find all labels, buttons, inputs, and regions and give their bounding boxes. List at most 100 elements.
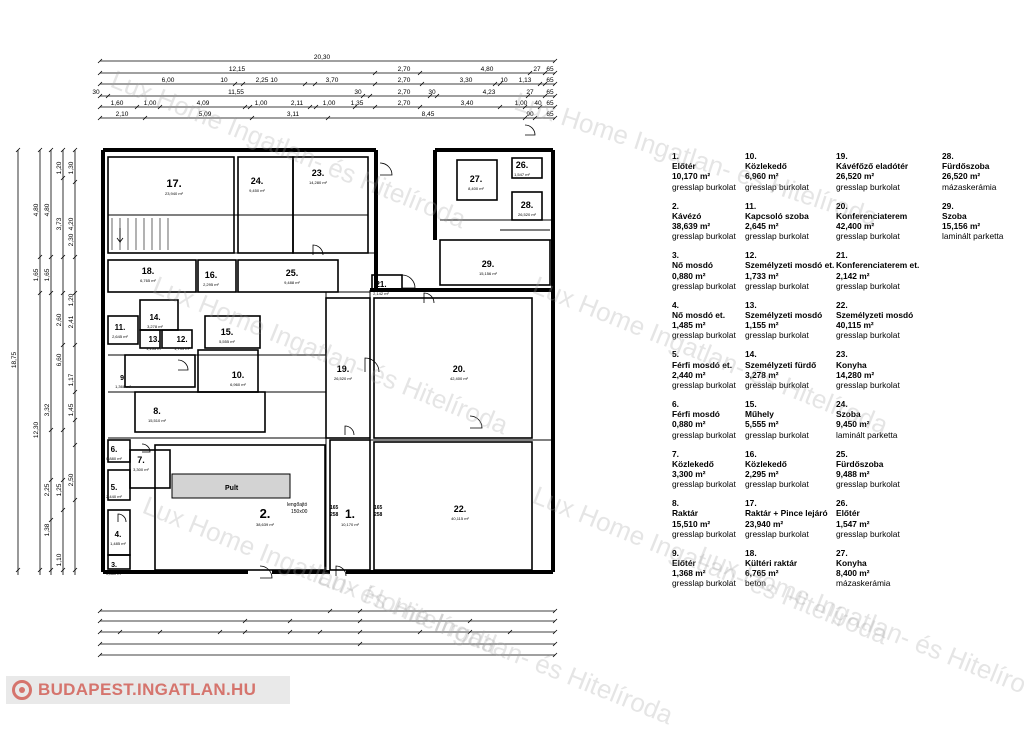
room bbox=[154, 444, 326, 571]
door-swing bbox=[469, 415, 483, 429]
legend-entry-name: Nő mosdó bbox=[672, 260, 713, 271]
legend-entry-name: Kapcsoló szoba bbox=[745, 210, 809, 221]
legend-entry-area: 8,400 m² bbox=[836, 568, 870, 579]
dimension-tick bbox=[97, 81, 103, 87]
dimension-tick bbox=[48, 427, 54, 433]
dimension-tick bbox=[497, 104, 503, 110]
dimension-tick bbox=[134, 104, 140, 110]
dimension-tick bbox=[417, 629, 423, 635]
legend-entry-name: Előtér bbox=[672, 557, 696, 568]
dimension-tick bbox=[497, 81, 503, 87]
room-number: 6. bbox=[111, 445, 118, 454]
door-swing bbox=[423, 292, 435, 304]
legend-entry-number: 26. bbox=[836, 498, 848, 509]
dimension-label: 65 bbox=[546, 77, 554, 84]
door-swing bbox=[177, 359, 189, 371]
dimension-tick bbox=[72, 497, 78, 503]
dimension-label: 65 bbox=[546, 89, 554, 96]
dimension-tick bbox=[37, 147, 43, 153]
dimension-label: 1,00 bbox=[144, 100, 157, 107]
legend-entry-area: 26,520 m² bbox=[942, 171, 981, 182]
legend-entry-name: Kávézó bbox=[672, 210, 702, 221]
dimension-tick bbox=[60, 290, 66, 296]
dimension-label: 65 bbox=[546, 100, 554, 107]
dimension-tick bbox=[60, 507, 66, 513]
dimension-tick bbox=[307, 104, 313, 110]
dimension-tick bbox=[48, 517, 54, 523]
legend-entry-finish: beton bbox=[745, 578, 766, 589]
room-area: 0,880 m² bbox=[106, 456, 122, 461]
dimension-label: 2,50 bbox=[68, 473, 75, 486]
legend-entry-number: 22. bbox=[836, 299, 848, 310]
dimension-label: 1,17 bbox=[68, 373, 75, 386]
dimension-tick bbox=[313, 104, 319, 110]
stair-arrow-icon bbox=[116, 228, 124, 244]
legend-entry-name: Közlekedő bbox=[745, 458, 787, 469]
legend-entry-area: 1,155 m² bbox=[745, 320, 779, 331]
legend-entry-number: 18. bbox=[745, 547, 757, 558]
legend-entry-number: 10. bbox=[745, 151, 757, 161]
legend-entry-name: Fürdőszoba bbox=[942, 161, 990, 172]
dimension-tick bbox=[97, 93, 103, 99]
door-swing bbox=[379, 162, 393, 176]
dimension-label: 1,00 bbox=[323, 100, 336, 107]
dimension-label: 3,11 bbox=[287, 111, 300, 118]
legend-entry-area: 2,142 m² bbox=[836, 270, 870, 281]
room-area: 3,278 m² bbox=[147, 324, 163, 329]
dimension-tick bbox=[312, 81, 318, 87]
legend-entry-area: 38,639 m² bbox=[672, 221, 711, 231]
legend-entry-name: Férfi mosdó et. bbox=[672, 359, 733, 370]
dimension-tick bbox=[72, 147, 78, 153]
dimension-tick bbox=[372, 104, 378, 110]
dimension-tick bbox=[242, 629, 248, 635]
dimension-label: 6,00 bbox=[162, 77, 175, 84]
site-logo[interactable]: BUDAPEST.INGATLAN.HU bbox=[6, 676, 290, 704]
room-number: 15. bbox=[221, 327, 234, 337]
dimension-label: 3,73 bbox=[56, 217, 63, 230]
dimension-tick bbox=[48, 147, 54, 153]
legend-entry-finish: gresslap burkolat bbox=[836, 379, 900, 390]
legend-entry-number: 13. bbox=[745, 299, 757, 310]
legend-entry-number: 17. bbox=[745, 498, 757, 509]
room-area: 23,940 m² bbox=[165, 191, 184, 196]
room bbox=[161, 329, 193, 349]
dimension-label: 1,65 bbox=[44, 268, 51, 281]
room bbox=[107, 156, 235, 254]
dimension-tick bbox=[142, 115, 148, 121]
room bbox=[139, 329, 161, 349]
dimension-tick bbox=[37, 290, 43, 296]
dimension-label: 1,35 bbox=[351, 100, 364, 107]
dimension-label: 30 bbox=[92, 89, 100, 96]
legend-entry-finish: gresslap burkolat bbox=[745, 379, 809, 390]
dimension-tick bbox=[372, 81, 378, 87]
door-swing bbox=[401, 274, 416, 289]
room-number: 1. bbox=[345, 507, 355, 521]
legend-entry-area: 40,115 m² bbox=[836, 320, 874, 331]
legend-entry-number: 2. bbox=[672, 200, 679, 211]
legend-entry-area: 2,295 m² bbox=[745, 468, 779, 479]
room-number: 22. bbox=[454, 504, 467, 514]
dimension-tick bbox=[48, 290, 54, 296]
dimension-tick bbox=[527, 70, 533, 76]
legend-entry-number: 24. bbox=[836, 398, 848, 409]
dimension-label: 30 bbox=[428, 89, 436, 96]
dimension-tick bbox=[157, 629, 163, 635]
dimension-label: 6,60 bbox=[56, 353, 63, 366]
dimension-tick bbox=[72, 179, 78, 185]
room-area: 26,520 m² bbox=[518, 212, 537, 217]
